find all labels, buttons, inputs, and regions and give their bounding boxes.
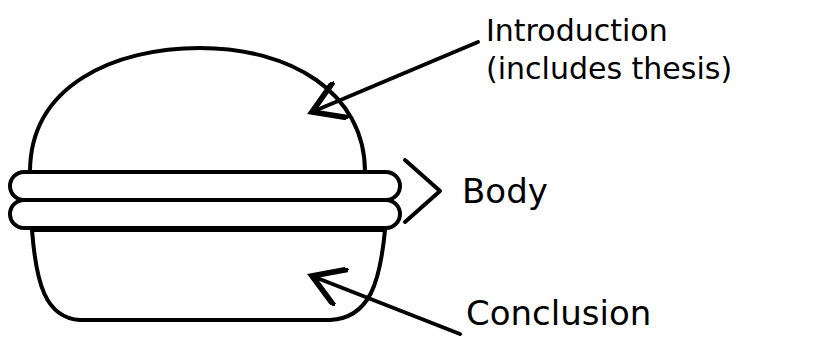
bottom-bun [32, 230, 385, 320]
leader-arrow [312, 42, 478, 112]
part-label: Conclusion [466, 292, 806, 335]
body-bracket [405, 160, 440, 222]
part-label: Body [462, 170, 762, 213]
leader-arrow [312, 276, 460, 334]
patty [10, 172, 400, 200]
patty [10, 200, 400, 228]
part-label: Introduction (includes thesis) [486, 12, 806, 87]
